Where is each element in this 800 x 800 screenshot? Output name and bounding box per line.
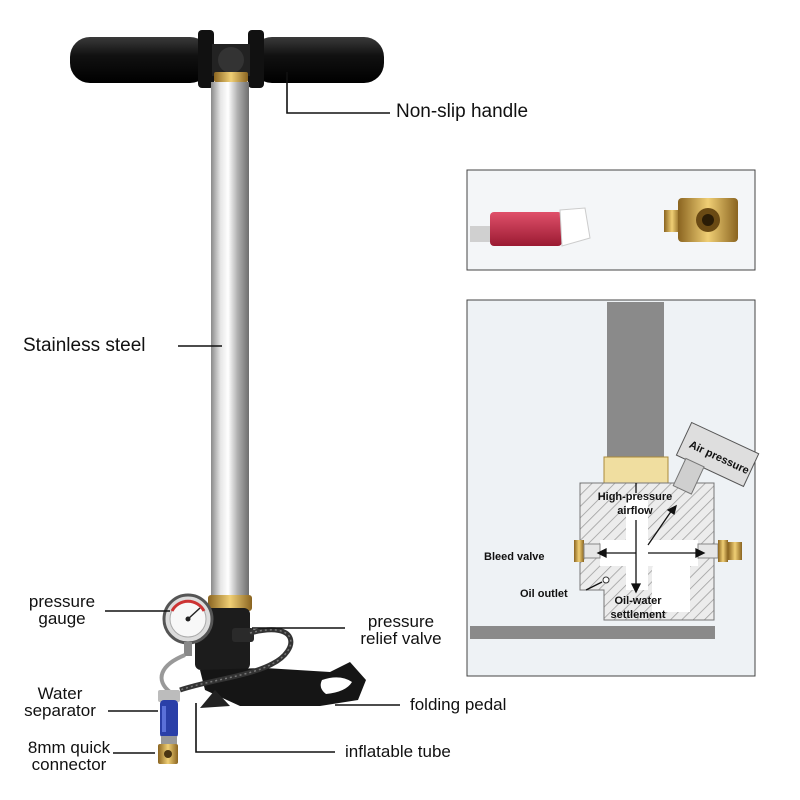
label-connector-line2: connector [31, 755, 107, 774]
label-separator-line1: Water [37, 684, 83, 703]
section-tube [607, 302, 664, 457]
high-pressure-label-1: High-pressure [598, 491, 673, 503]
oil-outlet-label: Oil outlet [520, 588, 568, 600]
label-water-separator: Water separator [12, 685, 108, 719]
label-inflatable-tube: inflatable tube [345, 742, 451, 761]
label-pressure-relief-valve: pressure relief valve [348, 613, 454, 647]
pressure-gauge [162, 593, 214, 656]
label-relief-line1: pressure [367, 612, 435, 631]
right-grip [252, 37, 384, 83]
handle-assembly [70, 30, 384, 88]
label-non-slip-handle: Non-slip handle [396, 101, 529, 122]
label-relief-line2: relief valve [360, 629, 442, 648]
label-stainless-steel: Stainless steel [23, 335, 146, 356]
handle-brass-collar [214, 72, 248, 82]
label-quick-connector: 8mm quick connector [14, 739, 124, 773]
section-rail [470, 626, 715, 639]
high-pressure-label-2: airflow [617, 505, 653, 517]
left-grip [70, 37, 210, 83]
oil-water-label-1: Oil-water [614, 595, 662, 607]
section-brass-cap [603, 456, 669, 484]
label-pressure-gauge: pressure gauge [14, 593, 110, 627]
label-connector-line1: 8mm quick [27, 738, 111, 757]
tube-brass-collar [208, 595, 252, 611]
label-pressure-gauge-line2: gauge [38, 609, 86, 628]
inset-nozzle-photo [466, 169, 756, 271]
label-folding-pedal: folding pedal [410, 695, 507, 714]
red-nozzle [490, 212, 562, 246]
bleed-valve-label: Bleed valve [484, 551, 545, 563]
oil-water-label-2: settlement [610, 609, 665, 621]
relief-valve [232, 628, 254, 642]
label-separator-line2: separator [24, 701, 96, 720]
leader-lines [105, 72, 400, 754]
inset-cross-section: Air pressure High-pressure airflow Bleed… [466, 299, 760, 677]
label-pressure-gauge-line1: pressure [28, 592, 96, 611]
steel-tube [211, 82, 249, 602]
section-outlet-connector [728, 542, 742, 560]
bleed-valve-knob [574, 540, 584, 562]
air-pressure-gauge-block [672, 421, 760, 495]
